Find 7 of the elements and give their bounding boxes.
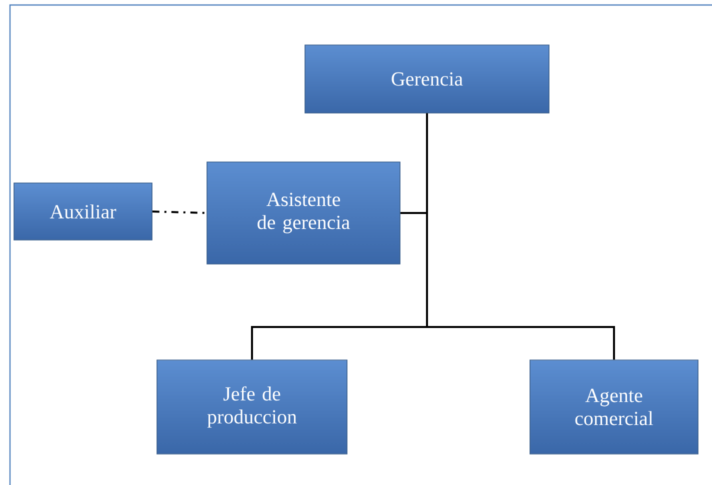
- org-box: Auxiliar: [14, 182, 152, 240]
- connector-line: [426, 113, 615, 360]
- org-box: Asistente de gerencia: [206, 162, 400, 264]
- org-box: Gerencia: [304, 44, 550, 114]
- connector-line: [152, 210, 207, 214]
- org-box: Jefe de produccion: [156, 360, 348, 454]
- org-box: Agente comercial: [530, 360, 698, 454]
